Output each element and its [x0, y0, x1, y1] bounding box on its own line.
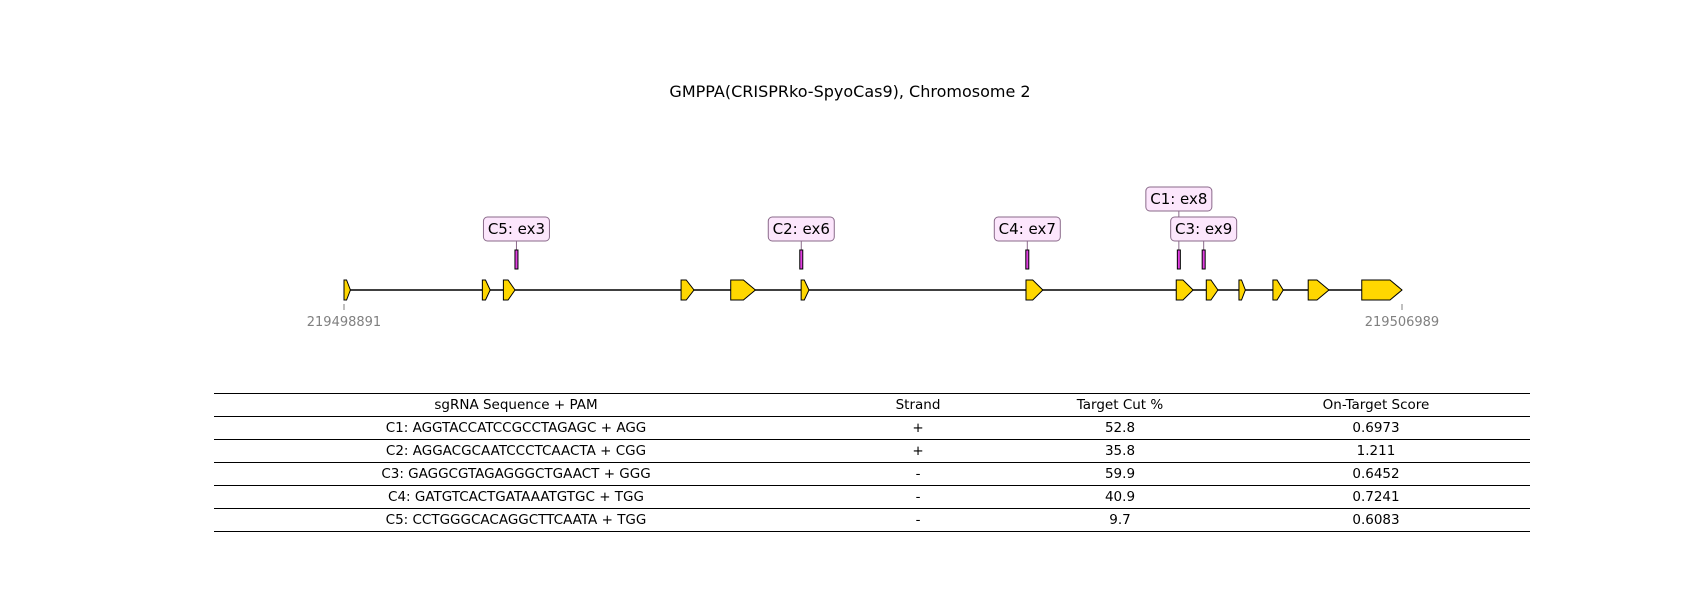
- exon-layer: [343, 279, 1403, 301]
- sequence-cell: C5: CCTGGGCACAGGCTTCAATA + TGG: [214, 508, 818, 532]
- cut-site-marker: [799, 249, 804, 270]
- table-row: C3: GAGGCGTAGAGGGCTGAACT + GGG - 59.9 0.…: [214, 462, 1530, 486]
- cut-site-marker: [1176, 249, 1181, 270]
- table-row: C4: GATGTCACTGATAAATGTGC + TGG - 40.9 0.…: [214, 485, 1530, 509]
- score-cell: 0.7241: [1222, 485, 1530, 509]
- target-cut-cell: 40.9: [1018, 485, 1222, 509]
- cut-site-label: C5: ex3: [488, 220, 545, 238]
- table-row: C1: AGGTACCATCCGCCTAGAGC + AGG + 52.8 0.…: [214, 416, 1530, 440]
- exon-arrow: [343, 279, 351, 301]
- exon-arrow: [1307, 279, 1330, 301]
- column-header-strand: Strand: [818, 393, 1018, 417]
- table-header-row: sgRNA Sequence + PAM Strand Target Cut %…: [214, 393, 1530, 417]
- score-cell: 1.211: [1222, 439, 1530, 463]
- exon-arrow: [502, 279, 516, 301]
- cut-site-label: C1: ex8: [1150, 190, 1207, 208]
- diagram-title: GMPPA(CRISPRko-SpyoCas9), Chromosome 2: [669, 82, 1031, 101]
- exon-arrow: [730, 279, 757, 301]
- column-header-on-target-score: On-Target Score: [1222, 393, 1530, 417]
- exon-arrow: [1272, 279, 1284, 301]
- strand-cell: +: [818, 416, 1018, 440]
- strand-cell: -: [818, 462, 1018, 486]
- exon-arrow: [1175, 279, 1194, 301]
- column-header-sequence: sgRNA Sequence + PAM: [214, 393, 818, 417]
- sequence-cell: C4: GATGTCACTGATAAATGTGC + TGG: [214, 485, 818, 509]
- coordinate-layer: 219498891 219506989: [307, 304, 1439, 330]
- exon-arrow: [1205, 279, 1219, 301]
- table-row: C5: CCTGGGCACAGGCTTCAATA + TGG - 9.7 0.6…: [214, 508, 1530, 532]
- exon-arrow: [800, 279, 810, 301]
- sgrna-table: sgRNA Sequence + PAM Strand Target Cut %…: [214, 393, 1530, 532]
- cut-site-label-box: [1145, 186, 1213, 212]
- cut-site-label-box: [1170, 216, 1238, 242]
- target-cut-cell: 59.9: [1018, 462, 1222, 486]
- cut-site-marker: [1025, 249, 1030, 270]
- exon-arrow: [680, 279, 695, 301]
- score-cell: 0.6452: [1222, 462, 1530, 486]
- exon-arrow: [1025, 279, 1044, 301]
- gene-start-label: 219498891: [307, 315, 381, 330]
- exon-arrow: [481, 279, 491, 301]
- cut-site-marker: [1201, 249, 1206, 270]
- score-cell: 0.6973: [1222, 416, 1530, 440]
- sequence-cell: C2: AGGACGCAATCCCTCAACTA + CGG: [214, 439, 818, 463]
- target-cut-cell: 35.8: [1018, 439, 1222, 463]
- strand-cell: -: [818, 508, 1018, 532]
- cut-site-label: C4: ex7: [999, 220, 1056, 238]
- target-cut-cell: 52.8: [1018, 416, 1222, 440]
- cut-site-label-box: [767, 216, 835, 242]
- table-row: C2: AGGACGCAATCCCTCAACTA + CGG + 35.8 1.…: [214, 439, 1530, 463]
- sequence-cell: C3: GAGGCGTAGAGGGCTGAACT + GGG: [214, 462, 818, 486]
- target-cut-cell: 9.7: [1018, 508, 1222, 532]
- exon-arrow: [1361, 279, 1403, 301]
- cut-site-label-box: [993, 216, 1061, 242]
- cut-site-marker: [514, 249, 519, 270]
- score-cell: 0.6083: [1222, 508, 1530, 532]
- cut-site-label: C3: ex9: [1175, 220, 1232, 238]
- column-header-target-cut: Target Cut %: [1018, 393, 1222, 417]
- strand-cell: +: [818, 439, 1018, 463]
- gene-end-label: 219506989: [1365, 315, 1439, 330]
- strand-cell: -: [818, 485, 1018, 509]
- sequence-cell: C1: AGGTACCATCCGCCTAGAGC + AGG: [214, 416, 818, 440]
- cut-site-label-box: [482, 216, 550, 242]
- exon-arrow: [1238, 279, 1246, 301]
- cut-site-label: C2: ex6: [773, 220, 830, 238]
